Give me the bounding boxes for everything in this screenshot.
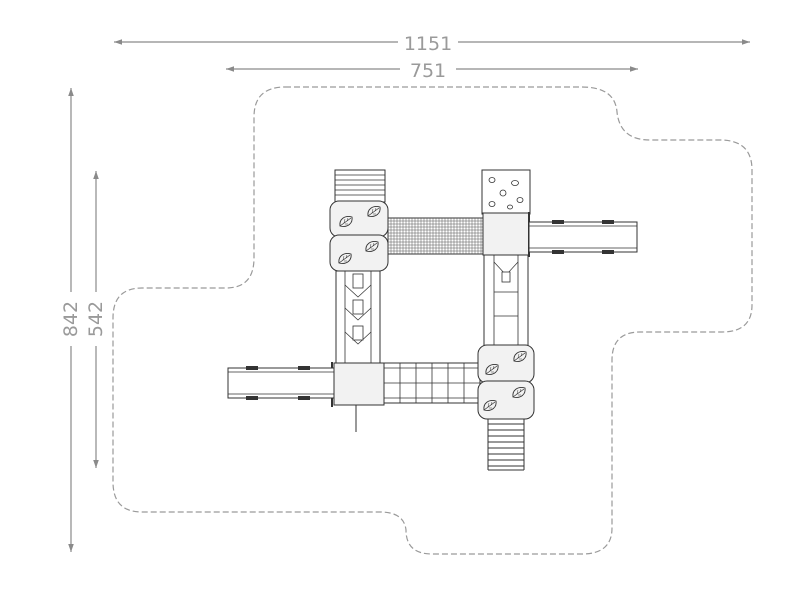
left-second-leaf-panel (329, 234, 389, 272)
inner-width-label: 751 (410, 60, 446, 82)
dimension-inner-width: 751 (226, 60, 638, 82)
left-rope-bridge (335, 270, 381, 364)
inner-height-label: 542 (85, 301, 107, 337)
mesh-tunnel-bridge (387, 217, 485, 255)
overall-width-label: 1151 (404, 33, 452, 55)
rock-holds-icon (488, 177, 524, 210)
bottom-left-platform (331, 362, 385, 432)
left-roof-stripes (334, 169, 386, 203)
left-top-leaf-panel (329, 200, 389, 238)
dimension-overall-width: 1151 (114, 33, 750, 55)
right-slide (528, 220, 638, 254)
dimension-inner-height: 542 (85, 171, 107, 468)
right-rope-bridge (483, 254, 529, 348)
access-ladder (487, 419, 525, 471)
dimension-overall-height: 842 (60, 88, 82, 552)
right-upper-leaf-panel (477, 344, 535, 384)
top-right-platform (482, 212, 530, 257)
left-slide (227, 366, 335, 400)
overall-height-label: 842 (60, 301, 82, 337)
climbing-wall (481, 169, 531, 215)
grid-bridge (383, 362, 481, 404)
right-lower-leaf-panel (477, 380, 535, 420)
safety-zone-outline (112, 86, 753, 555)
